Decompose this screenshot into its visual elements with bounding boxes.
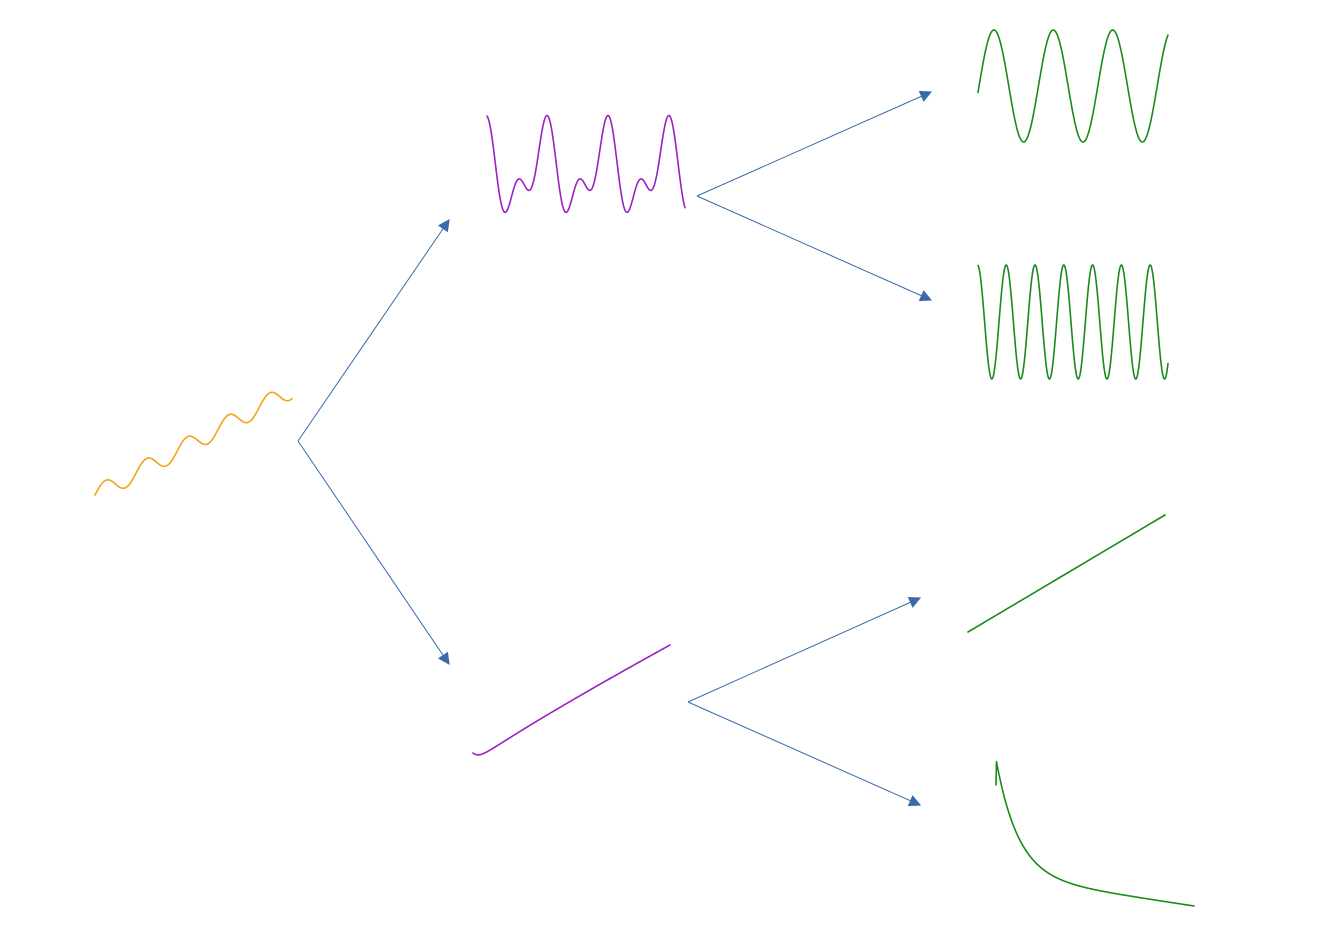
input-signal-curve xyxy=(94,391,293,496)
arrow-trend-to-decay xyxy=(687,701,922,807)
arrow-oscillation-to-low-frequency xyxy=(696,90,933,197)
arrow-input-to-oscillation xyxy=(297,219,450,442)
oscillation-component-curve xyxy=(486,114,686,214)
low-frequency-component-curve xyxy=(977,29,1169,143)
arrow-oscillation-to-high-frequency xyxy=(696,195,933,302)
linear-component-curve xyxy=(967,514,1166,633)
decay-component-curve xyxy=(995,760,1195,907)
arrow-input-to-trend xyxy=(297,440,450,665)
arrow-trend-to-linear xyxy=(687,596,922,703)
trend-component-curve xyxy=(472,644,671,756)
high-frequency-component-curve xyxy=(977,264,1169,380)
